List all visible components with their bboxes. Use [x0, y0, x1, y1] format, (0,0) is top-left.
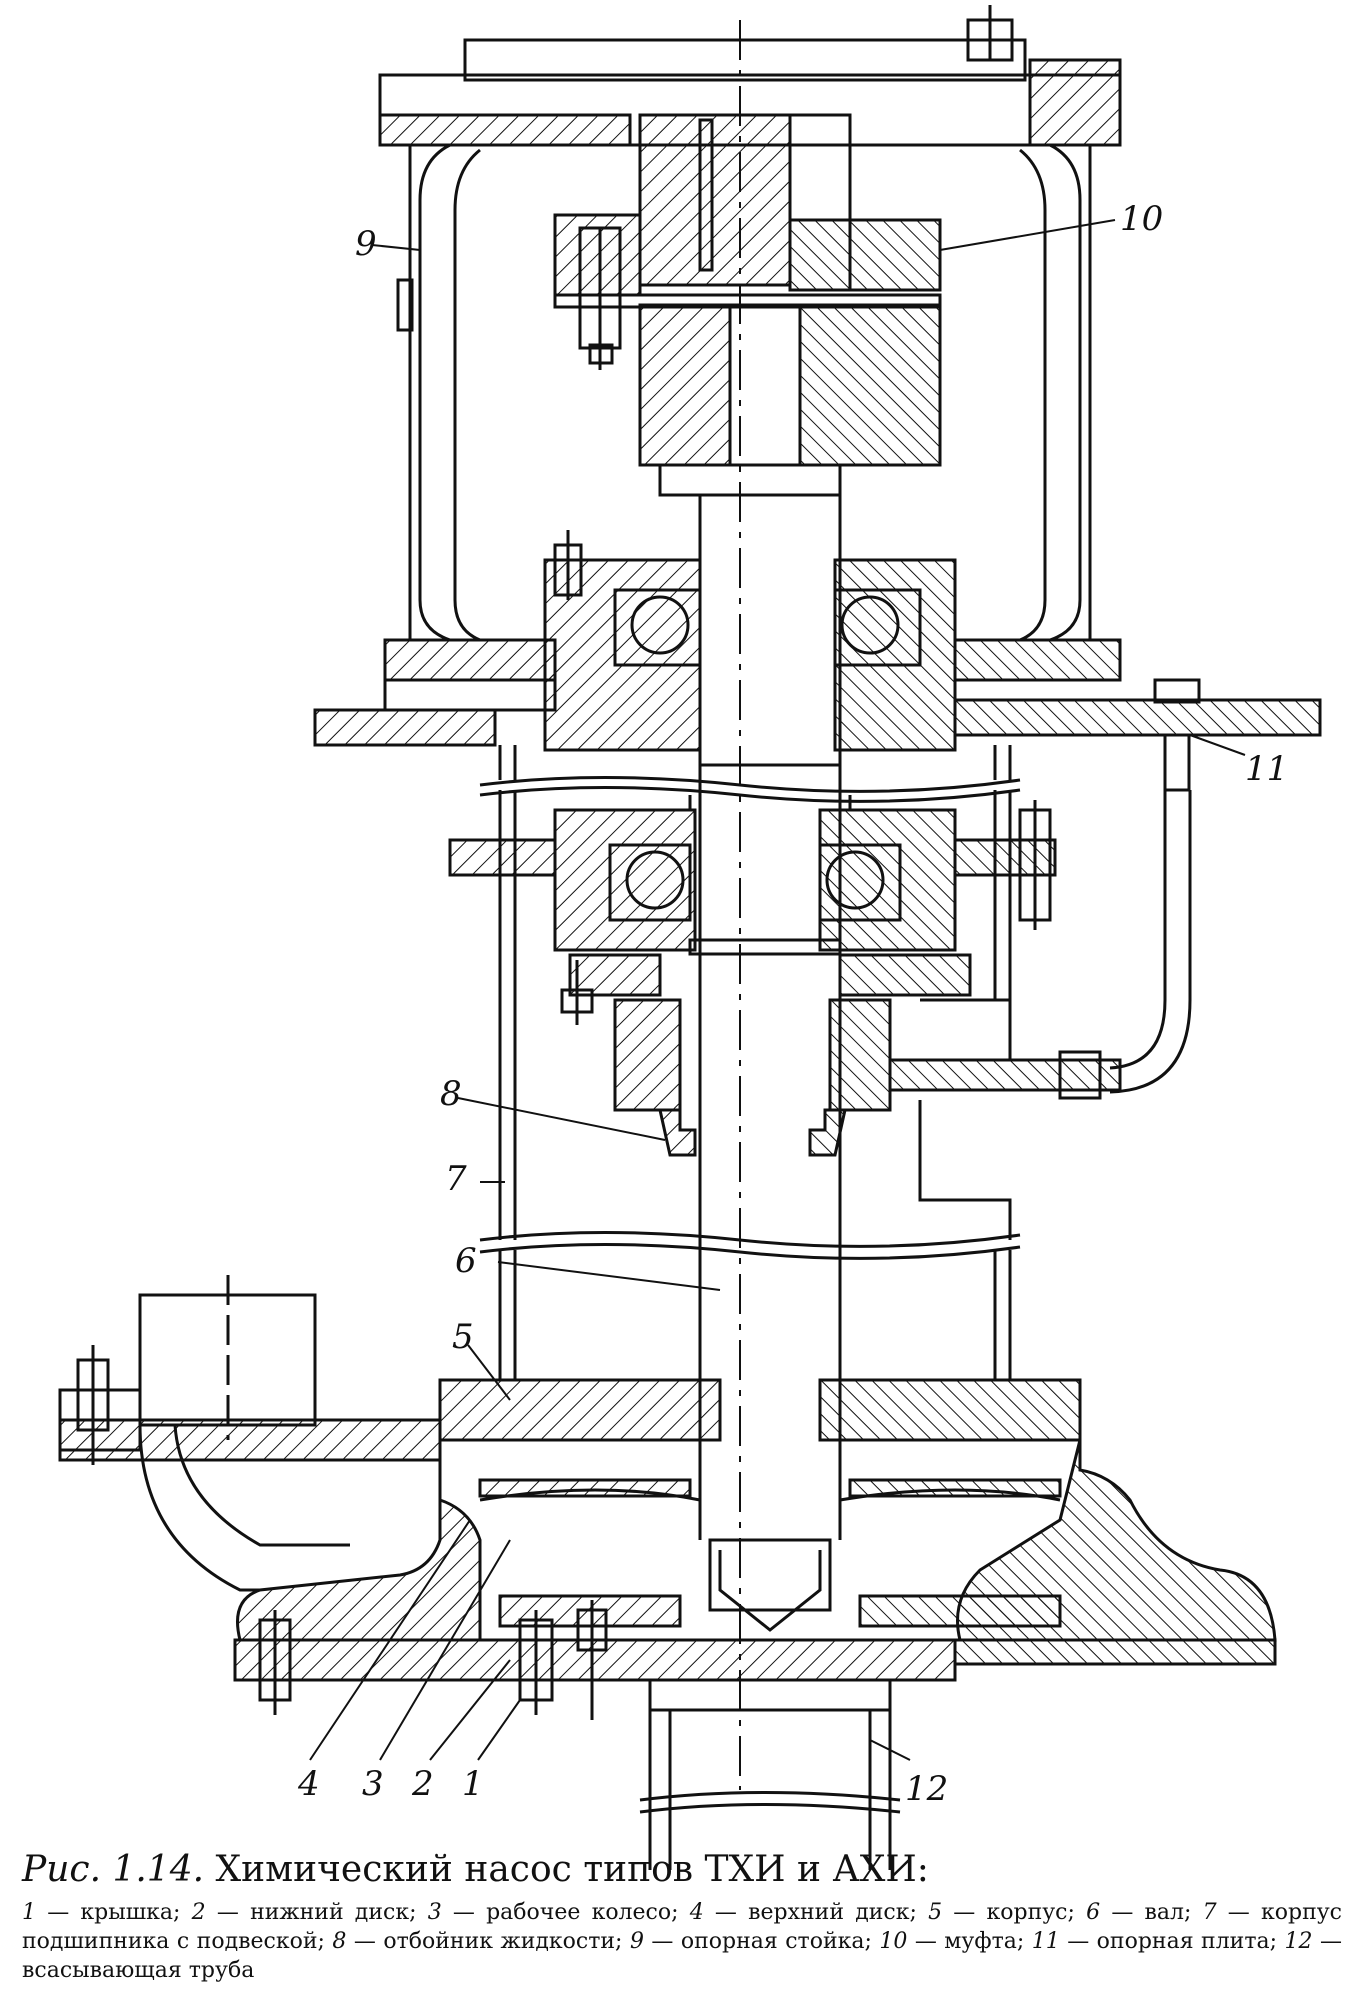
legend-item-text: — вал; — [1100, 1900, 1203, 1925]
legend-item-3: 3 — рабочее колесо; — [428, 1900, 690, 1925]
legend-item-number: 5 — [928, 1900, 943, 1925]
impeller-and-discs — [233, 1478, 1277, 1720]
shaft — [688, 495, 852, 1632]
legend-item-number: 1 — [22, 1900, 36, 1925]
label-1: 1 — [462, 1764, 484, 1804]
label-5: 5 — [452, 1317, 474, 1357]
legend-item-text: — нижний диск; — [205, 1900, 428, 1925]
figure-title: Химический насос типов ТХИ и АХИ: — [215, 1849, 929, 1890]
pump-section-drawing: 9 10 11 8 7 6 5 4 3 2 1 12 — [58, 5, 1322, 1870]
label-2: 2 — [411, 1764, 434, 1804]
suction-pipe — [639, 1678, 901, 1870]
part-labels: 9 10 11 8 7 6 5 4 3 2 1 12 — [297, 199, 1288, 1809]
legend-item-number: 12 — [1284, 1929, 1313, 1954]
legend-item-12: 12 — всасывающая труба — [22, 1929, 1342, 1983]
legend-item-number: 10 — [879, 1929, 908, 1954]
discharge-elbow — [58, 1275, 442, 1592]
legend-item-9: 9 — опорная стойка; — [630, 1929, 879, 1954]
liquid-deflector — [613, 998, 1122, 1157]
coupling — [553, 113, 942, 497]
legend-item-text: — опорная плита; — [1059, 1929, 1285, 1954]
legend-item-1: 1 — крышка; — [22, 1900, 192, 1925]
legend-item-text: — крышка; — [36, 1900, 192, 1925]
lower-bearing-assembly — [448, 800, 1057, 1025]
legend-item-number: 2 — [191, 1900, 206, 1925]
leader-lines — [309, 219, 1246, 1761]
legend-item-text: — отбойник жидкости; — [346, 1929, 630, 1954]
label-8: 8 — [440, 1074, 462, 1114]
label-6: 6 — [455, 1241, 477, 1281]
legend-item-number: 11 — [1031, 1929, 1060, 1954]
label-3: 3 — [362, 1764, 384, 1804]
label-4: 4 — [297, 1764, 320, 1804]
figure-number: Рис. 1.14. — [22, 1849, 205, 1890]
legend-item-2: 2 — нижний диск; — [192, 1900, 428, 1925]
legend-item-number: 3 — [427, 1900, 442, 1925]
caption-legend: 1 — крышка; 2 — нижний диск; 3 — рабочее… — [22, 1898, 1342, 1985]
support-stand-top — [378, 5, 1122, 147]
legend-item-number: 6 — [1086, 1900, 1101, 1925]
legend-item-text: — рабочее колесо; — [441, 1900, 690, 1925]
legend-item-text: — корпус; — [942, 1900, 1087, 1925]
housing-step — [918, 998, 1012, 1240]
legend-item-4: 4 — верхний диск; — [690, 1900, 928, 1925]
support-stand-columns — [396, 143, 1092, 642]
legend-item-8: 8 — отбойник жидкости; — [332, 1929, 630, 1954]
legend-item-text: — всасывающая труба — [22, 1929, 1342, 1983]
legend-item-text: — корпус подшипника с подвеской; — [22, 1900, 1343, 1954]
legend-item-text: — верхний диск; — [703, 1900, 929, 1925]
upper-bearing-assembly — [543, 493, 957, 767]
legend-item-5: 5 — корпус; — [928, 1900, 1086, 1925]
legend-item-text: — муфта; — [907, 1929, 1032, 1954]
legend-item-text: — опорная стойка; — [643, 1929, 880, 1954]
caption-title: Рис. 1.14. Химический насос типов ТХИ и … — [22, 1848, 1342, 1892]
support-base-plate — [313, 638, 1322, 792]
lubrication-pipe — [1109, 790, 1192, 1094]
legend-item-6: 6 — вал; — [1086, 1900, 1202, 1925]
legend-item-number: 4 — [689, 1900, 704, 1925]
legend-item-number: 7 — [1202, 1900, 1217, 1925]
legend-item-7: 7 — корпус подшипника с подвеской; — [22, 1900, 1342, 1954]
legend-item-number: 9 — [629, 1929, 644, 1954]
label-12: 12 — [905, 1769, 948, 1809]
legend-item-number: 8 — [332, 1929, 347, 1954]
label-9: 9 — [355, 224, 377, 264]
figure-caption: Рис. 1.14. Химический насос типов ТХИ и … — [22, 1848, 1342, 1985]
label-7: 7 — [445, 1159, 467, 1199]
label-10: 10 — [1120, 199, 1163, 239]
legend-item-10: 10 — муфта; — [879, 1929, 1031, 1954]
pump-casing — [236, 1378, 1277, 1642]
label-11: 11 — [1245, 749, 1288, 789]
legend-item-11: 11 — опорная плита; — [1032, 1929, 1285, 1954]
